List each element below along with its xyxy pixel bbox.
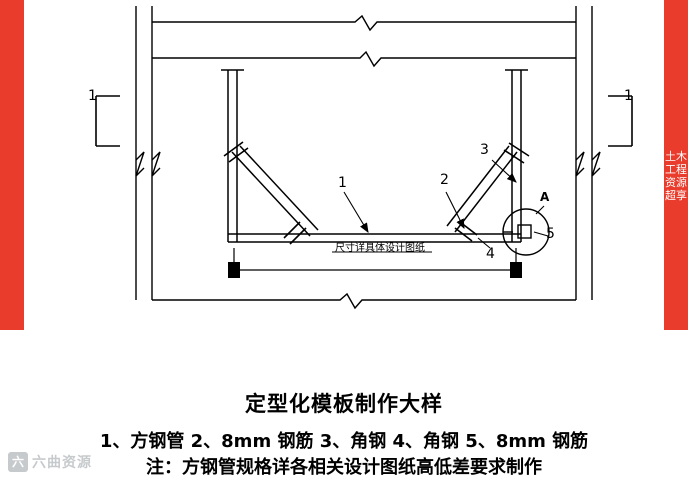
left-break-symbol (135, 151, 161, 177)
leader-lines (343, 159, 549, 249)
bottom-beam-lines (152, 292, 576, 310)
right-diagonal-brace (446, 145, 518, 233)
watermark-logo-icon: 六 (8, 452, 28, 472)
callout-3: 3 (480, 142, 489, 158)
legend-line: 1、方钢管 2、8mm 钢筋 3、角钢 4、角钢 5、8mm 钢筋 (99, 431, 589, 452)
note-line: 注：方钢管规格详各相关设计图纸高低差要求制作 (146, 457, 542, 478)
callout-1: 1 (338, 175, 347, 191)
section-mark-right-label: 1 (624, 88, 633, 104)
dimension-end-ticks (228, 262, 522, 278)
section-mark-left-label: 1 (88, 88, 97, 104)
right-break-symbol (575, 151, 601, 177)
section-mark-left (95, 95, 120, 147)
detail-bubble-circle (502, 208, 550, 256)
section-mark-right (608, 95, 633, 147)
watermark-right-text: 土木工程资源超享 (665, 150, 687, 202)
top-beam-lines (152, 14, 576, 68)
dimension-note: 尺寸详具体设计图纸 (335, 243, 425, 254)
left-brace-joint-marks (223, 141, 307, 245)
drawing-title: 定型化模板制作大样 (245, 392, 443, 416)
watermark-bottom-text: 六曲资源 (32, 455, 92, 471)
callout-2: 2 (440, 172, 449, 188)
detail-bubble-label: A (540, 190, 550, 204)
callout-5: 5 (546, 226, 555, 242)
bottom-horizontal-member (228, 233, 521, 243)
callout-4: 4 (486, 246, 495, 262)
watermark-left-bar (0, 0, 24, 330)
watermark-right-bar (664, 0, 688, 330)
left-diagonal-brace (231, 145, 319, 237)
column-lines (135, 6, 593, 300)
watermark-bottom: 六 六曲资源 (8, 452, 92, 472)
